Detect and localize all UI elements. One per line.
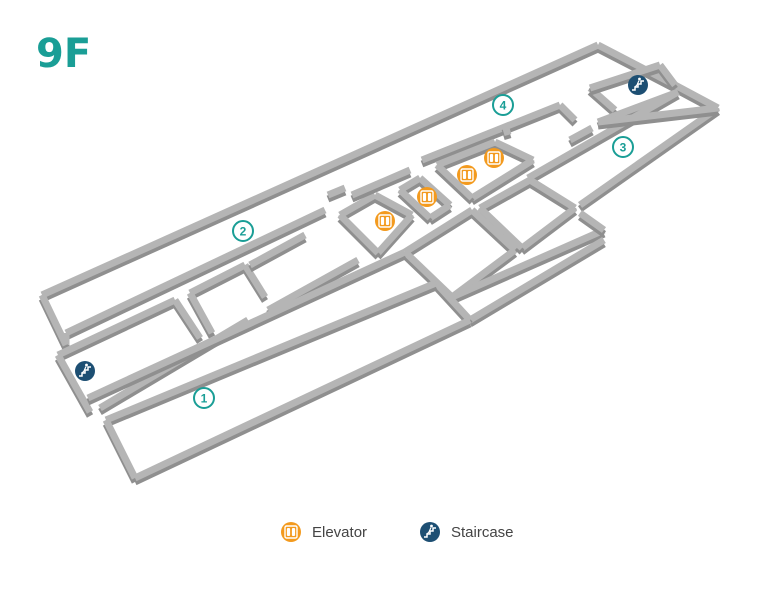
wall-top [172, 298, 203, 340]
zone-markers: 1 2 3 4 [193, 94, 634, 409]
staircase-icon[interactable] [75, 361, 95, 381]
wall-top [350, 166, 412, 199]
wall-top [568, 124, 594, 144]
zone-label-3: 3 [620, 141, 627, 155]
zone-label-4: 4 [500, 99, 507, 113]
wall-top [469, 207, 518, 253]
wall-top [248, 231, 307, 269]
wall-top [102, 418, 139, 480]
wall-top [40, 41, 600, 299]
wall-top [434, 162, 475, 201]
wall-top [326, 184, 347, 199]
wall-top [673, 81, 720, 112]
elevator-icon[interactable] [375, 211, 395, 231]
wall-top [477, 205, 525, 251]
wall-top [38, 293, 70, 347]
zone-marker-3[interactable]: 3 [612, 136, 634, 158]
floor-title: 9F [36, 31, 92, 77]
wall-top [478, 176, 532, 212]
wall-top [493, 138, 535, 164]
elevator-icon [281, 522, 301, 542]
floor-plan-map: 1 2 3 4 [38, 41, 721, 486]
wall-top [186, 291, 216, 335]
wall-top [557, 102, 578, 123]
poi-markers [75, 75, 648, 381]
wall-top [596, 41, 677, 89]
zone-label-1: 1 [201, 392, 208, 406]
wall-top [398, 174, 422, 194]
wall-top [435, 138, 497, 169]
floor-walls [38, 41, 721, 486]
zone-label-2: 2 [240, 225, 247, 239]
legend-item-elevator[interactable]: Elevator [280, 521, 367, 543]
wall-top [64, 206, 327, 337]
wall-top [420, 101, 562, 164]
zone-marker-2[interactable]: 2 [232, 220, 254, 242]
wall-top [501, 123, 512, 137]
wall-top [397, 187, 433, 221]
wall-top [337, 212, 381, 256]
zone-marker-1[interactable]: 1 [193, 387, 215, 409]
wall-top [338, 191, 377, 219]
wall-top [528, 177, 577, 211]
wall-top [588, 61, 662, 92]
staircase-icon [420, 522, 440, 542]
wall-top [468, 236, 606, 324]
wall-top [597, 104, 719, 126]
legend-staircase-label: Staircase [451, 523, 514, 541]
wall-top [375, 212, 415, 256]
wall-top [266, 256, 360, 314]
legend-item-staircase[interactable]: Staircase [419, 521, 514, 543]
wall-top [188, 261, 247, 297]
elevator-icon[interactable] [417, 187, 437, 207]
wall-top [428, 202, 452, 221]
wall-top [526, 88, 680, 182]
wall-top [242, 263, 268, 299]
elevator-icon[interactable] [484, 148, 504, 168]
wall-top [519, 205, 578, 251]
wall-top [104, 279, 438, 424]
wall-top [657, 62, 678, 88]
map-legend: Elevator Staircase [0, 521, 758, 545]
wall-top [433, 280, 473, 323]
staircase-icon[interactable] [628, 75, 648, 95]
zone-marker-4[interactable]: 4 [492, 94, 514, 116]
wall-top [577, 210, 607, 233]
wall-top [596, 88, 680, 126]
wall-top [133, 316, 472, 482]
wall-top [470, 157, 535, 201]
wall-top [450, 226, 606, 301]
legend-elevator-label: Elevator [312, 523, 368, 541]
wall-top [56, 296, 177, 359]
wall-top [403, 207, 474, 255]
wall-top [54, 353, 94, 414]
wall-top [577, 105, 721, 208]
elevator-icon[interactable] [457, 165, 477, 185]
wall-top [449, 247, 518, 300]
wall-top [373, 191, 414, 219]
wall-top [86, 248, 407, 402]
